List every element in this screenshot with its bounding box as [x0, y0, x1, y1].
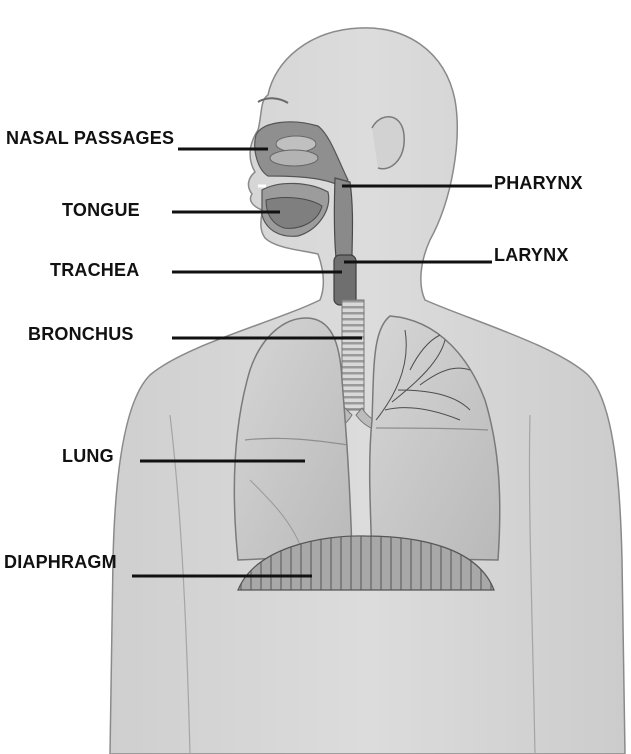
label-trachea: TRACHEA: [50, 260, 139, 280]
label-diaphragm: DIAPHRAGM: [4, 552, 117, 572]
label-nasal-passages: NASAL PASSAGES: [6, 128, 174, 148]
label-bronchus: BRONCHUS: [28, 324, 134, 344]
label-larynx: LARYNX: [494, 245, 569, 265]
body-silhouette: [110, 28, 625, 754]
label-lung: LUNG: [62, 446, 114, 466]
label-pharynx: PHARYNX: [494, 173, 583, 193]
label-tongue: TONGUE: [62, 200, 140, 220]
